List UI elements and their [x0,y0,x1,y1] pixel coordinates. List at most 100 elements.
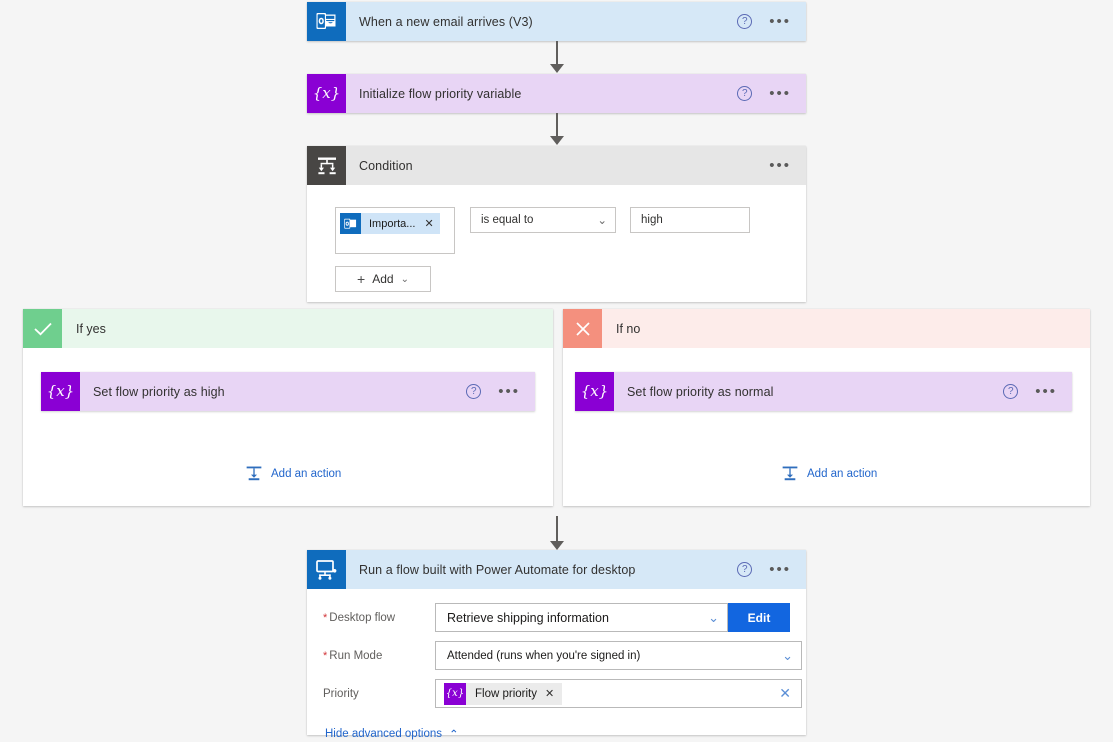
condition-icon [307,146,346,185]
connector-arrow-1 [550,64,564,73]
help-icon[interactable]: ? [737,562,753,577]
branch-yes-action-header-actions: ? ••• [466,384,535,399]
branch-yes-label: If yes [76,321,106,336]
branch-no-label: If no [616,321,641,336]
priority-field-control: {x} Flow priority ✕ ✕ [435,679,802,708]
chevron-down-icon: ⌄ [400,273,409,285]
required-marker: * [323,611,328,624]
condition-token-label: Importa... [369,217,416,230]
branch-no-action-title: Set flow priority as normal [627,384,774,399]
close-icon [563,309,602,348]
advanced-options-toggle[interactable]: Hide advanced options ⌃ [325,727,459,741]
variable-icon: {x} [444,682,466,705]
condition-body: Importa... ✕ is equal to ⌄ high + Add ⌄ [307,185,806,292]
trigger-header[interactable]: When a new email arrives (V3) ? ••• [307,2,806,41]
outlook-icon [307,2,346,41]
variable-icon: {x} [575,372,614,411]
desktop-flow-card[interactable]: Run a flow built with Power Automate for… [307,550,806,741]
condition-row: Importa... ✕ is equal to ⌄ high [335,207,806,254]
connector-trigger-to-init [556,41,558,67]
desktop-flow-field-row: * Desktop flow Retrieve shipping informa… [307,603,806,632]
more-options-icon[interactable]: ••• [769,84,791,102]
more-options-icon[interactable]: ••• [769,12,791,30]
run-mode-field-label: * Run Mode [323,650,435,662]
branch-no-add-action-label: Add an action [807,467,878,480]
branch-yes-action-title: Set flow priority as high [93,384,225,399]
chevron-down-icon: ⌄ [597,215,607,227]
desktop-flow-title: Run a flow built with Power Automate for… [359,562,636,577]
plus-icon: + [357,271,366,287]
connector-init-to-condition [556,113,558,139]
priority-field-label-text: Priority [323,687,359,700]
help-icon[interactable]: ? [466,384,482,399]
chevron-up-icon: ⌃ [449,729,459,741]
priority-field-row: Priority {x} Flow priority ✕ ✕ [307,679,806,708]
condition-left-operand-field[interactable]: Importa... ✕ [335,207,455,254]
branch-if-yes: If yes {x} Set flow priority as high ? •… [23,309,553,506]
condition-value-text: high [641,214,663,226]
priority-token-label: Flow priority [475,687,537,700]
initialize-variable-card[interactable]: {x} Initialize flow priority variable ? … [307,74,806,113]
edit-button[interactable]: Edit [728,603,790,632]
priority-field-label: Priority [323,688,435,700]
run-mode-select[interactable]: Attended (runs when you're signed in) ⌄ [435,641,802,670]
desktop-flow-select-value: Retrieve shipping information [447,610,609,625]
condition-card[interactable]: Condition ••• [307,146,806,302]
advanced-options-label: Hide advanced options [325,728,442,740]
run-mode-field-control: Attended (runs when you're signed in) ⌄ [435,641,802,670]
branch-no-header: If no [563,309,1090,348]
initialize-variable-title: Initialize flow priority variable [359,86,522,101]
initialize-variable-header[interactable]: {x} Initialize flow priority variable ? … [307,74,806,113]
branch-yes-add-action-label: Add an action [271,467,342,480]
close-icon[interactable]: ✕ [544,688,555,700]
chevron-down-icon: ⌄ [708,609,719,625]
required-marker: * [323,649,328,662]
branch-yes-add-action[interactable]: Add an action [245,465,341,482]
help-icon[interactable]: ? [737,86,753,101]
run-mode-select-value: Attended (runs when you're signed in) [447,649,641,662]
branch-no-action-card[interactable]: {x} Set flow priority as normal ? ••• [575,372,1072,411]
trigger-card[interactable]: When a new email arrives (V3) ? ••• [307,2,806,41]
desktop-flow-header[interactable]: Run a flow built with Power Automate for… [307,550,806,589]
branch-if-no: If no {x} Set flow priority as normal ? … [563,309,1090,506]
run-mode-field-label-text: Run Mode [329,649,383,662]
close-icon[interactable]: ✕ [424,218,434,230]
clear-field-icon[interactable]: ✕ [779,685,791,701]
condition-operator-value: is equal to [481,214,534,226]
condition-header[interactable]: Condition ••• [307,146,806,185]
condition-title: Condition [359,158,413,173]
insert-action-icon [782,466,798,481]
more-options-icon[interactable]: ••• [498,382,520,400]
run-mode-field-row: * Run Mode Attended (runs when you're si… [307,641,806,670]
desktop-flow-select[interactable]: Retrieve shipping information ⌄ [435,603,728,632]
chevron-down-icon: ⌄ [782,647,793,663]
trigger-header-actions: ? ••• [737,14,806,29]
connector-branches-to-desktop-flow [556,516,558,545]
more-options-icon[interactable]: ••• [1035,382,1057,400]
outlook-icon [340,213,361,234]
connector-arrow-2 [550,136,564,145]
condition-value-input[interactable]: high [630,207,750,233]
help-icon[interactable]: ? [1003,384,1019,399]
condition-add-label: Add [372,272,394,286]
variable-icon: {x} [41,372,80,411]
desktop-flow-header-actions: ? ••• [737,562,806,577]
priority-token-chip[interactable]: {x} Flow priority ✕ [444,682,563,705]
priority-input[interactable]: {x} Flow priority ✕ ✕ [435,679,802,708]
help-icon[interactable]: ? [737,14,753,29]
condition-token-chip[interactable]: Importa... ✕ [340,213,440,234]
condition-add-button[interactable]: + Add ⌄ [335,266,431,292]
more-options-icon[interactable]: ••• [769,560,791,578]
desktop-flow-field-control: Retrieve shipping information ⌄ Edit [435,603,790,632]
branch-yes-action-card[interactable]: {x} Set flow priority as high ? ••• [41,372,535,411]
branch-no-action-header-actions: ? ••• [1003,384,1072,399]
desktop-flow-body: * Desktop flow Retrieve shipping informa… [307,589,806,742]
insert-action-icon [246,466,262,481]
condition-operator-select[interactable]: is equal to ⌄ [470,207,616,233]
variable-icon: {x} [307,74,346,113]
desktop-flow-field-label: * Desktop flow [323,612,435,624]
branch-no-add-action[interactable]: Add an action [781,465,877,482]
branch-yes-header: If yes [23,309,553,348]
more-options-icon[interactable]: ••• [769,156,791,174]
